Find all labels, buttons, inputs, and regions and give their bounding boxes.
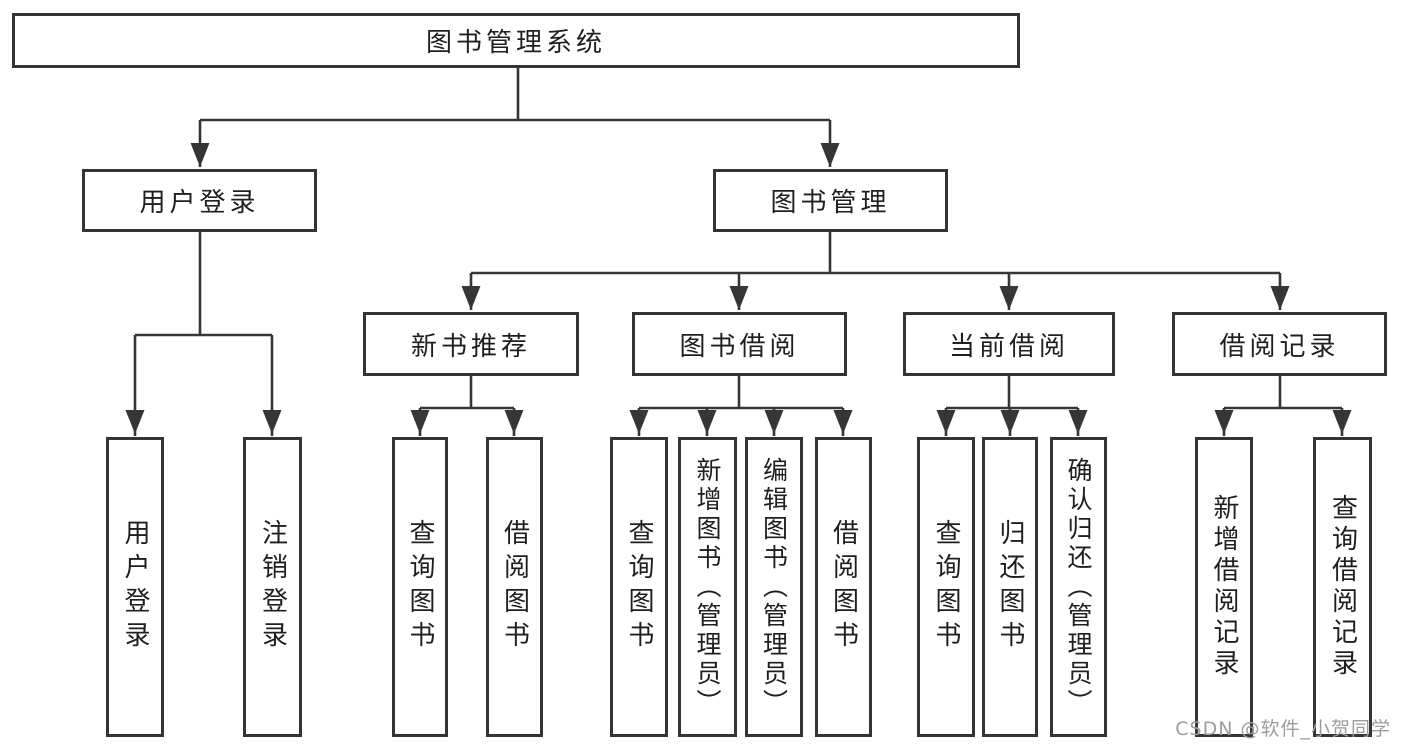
leaf-user-login: 用户登录 xyxy=(106,437,164,737)
arrowhead xyxy=(1270,286,1290,310)
arrowhead xyxy=(410,410,430,434)
leaf-label: 借阅图书 xyxy=(828,519,859,655)
arrowhead xyxy=(833,410,853,434)
arrowhead xyxy=(764,410,784,434)
arrowhead xyxy=(999,286,1019,310)
leaf-query-books-2: 查询图书 xyxy=(610,437,668,737)
connector-borrow-rec xyxy=(1222,376,1344,436)
leaf-label: 用户登录 xyxy=(120,519,150,655)
arrowhead xyxy=(461,286,481,310)
leaf-label: 归还图书 xyxy=(995,519,1025,655)
leaf-label: 查询借阅记录 xyxy=(1327,494,1358,680)
arrowhead xyxy=(697,410,717,434)
leaf-label: 确认归还（管理员） xyxy=(1064,456,1093,718)
arrowhead xyxy=(1214,410,1234,434)
node-book-management: 图书管理 xyxy=(713,169,948,232)
node-user-login: 用户登录 xyxy=(82,169,317,232)
leaf-label: 查询图书 xyxy=(931,519,961,655)
csdn-watermark: CSDN @软件_小贺同学 xyxy=(1175,718,1391,740)
arrowhead xyxy=(936,410,956,434)
connector-user-login xyxy=(133,232,274,436)
leaf-logout: 注销登录 xyxy=(243,437,302,737)
connector-book-borrow xyxy=(637,376,845,436)
arrowhead xyxy=(1332,410,1352,434)
leaf-borrow-books-1: 借阅图书 xyxy=(486,437,543,737)
leaf-label: 查询图书 xyxy=(405,519,435,655)
node-root: 图书管理系统 xyxy=(12,13,1020,68)
leaf-add-borrow-record: 新增借阅记录 xyxy=(1195,437,1253,737)
leaf-label: 查询图书 xyxy=(624,519,654,655)
leaf-borrow-books-2: 借阅图书 xyxy=(815,437,872,737)
arrowhead xyxy=(820,143,840,167)
leaf-query-books-3: 查询图书 xyxy=(917,437,975,737)
leaf-label: 新增借阅记录 xyxy=(1209,494,1239,680)
arrowhead xyxy=(504,410,524,434)
leaf-label: 借阅图书 xyxy=(499,519,530,655)
leaf-label: 新增图书（管理员） xyxy=(693,456,722,718)
leaf-query-borrow-record: 查询借阅记录 xyxy=(1313,437,1372,737)
node-new-book-recommend: 新书推荐 xyxy=(363,312,579,376)
node-borrow-records: 借阅记录 xyxy=(1172,312,1387,376)
leaf-return-book: 归还图书 xyxy=(982,437,1038,737)
arrowheads xyxy=(125,143,1352,434)
node-book-borrow: 图书借阅 xyxy=(632,312,847,376)
leaf-label: 注销登录 xyxy=(257,519,288,655)
arrowhead xyxy=(729,286,749,310)
leaf-edit-book-admin: 编辑图书（管理员） xyxy=(745,437,803,737)
leaf-query-books-1: 查询图书 xyxy=(392,437,448,737)
connector-new-book-rec xyxy=(418,376,516,436)
arrowhead xyxy=(1068,410,1088,434)
connector-book-mgmt xyxy=(469,232,1282,310)
arrowhead xyxy=(262,410,282,434)
leaf-confirm-return-admin: 确认归还（管理员） xyxy=(1050,437,1107,737)
node-current-borrow: 当前借阅 xyxy=(903,312,1115,376)
arrowhead xyxy=(629,410,649,434)
arrowhead xyxy=(1000,410,1020,434)
connector-root xyxy=(198,68,832,167)
arrowhead xyxy=(125,410,145,434)
leaf-label: 编辑图书（管理员） xyxy=(759,456,789,718)
arrowhead xyxy=(190,143,210,167)
leaf-add-book-admin: 新增图书（管理员） xyxy=(678,437,737,737)
